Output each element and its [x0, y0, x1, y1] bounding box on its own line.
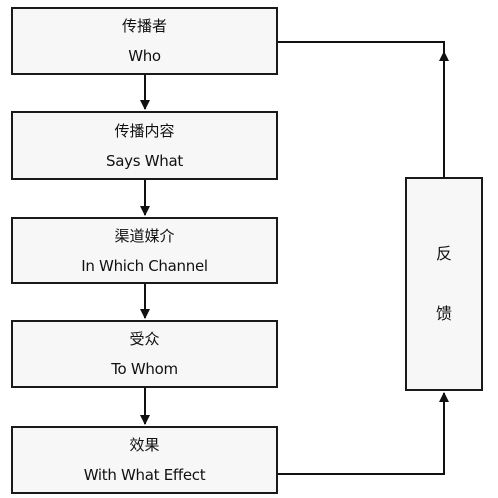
step-label-zh: 传播内容 — [114, 121, 175, 140]
step-label-en: With What Effect — [83, 466, 206, 484]
step-label-en: In Which Channel — [81, 256, 208, 275]
step-label-en: To Whom — [111, 360, 178, 378]
arrow-feedback-to-who — [278, 41, 445, 177]
step-label-zh: 效果 — [129, 436, 160, 454]
step-label-en: Who — [128, 47, 161, 65]
step-label-zh: 传播者 — [121, 17, 167, 35]
step-label-zh: 受众 — [129, 330, 160, 348]
step-box-says-what: 传播内容 Says What — [11, 111, 278, 180]
arrow-effect-to-feedback — [278, 392, 449, 475]
feedback-char: 反 — [435, 244, 452, 263]
step-box-channel: 渠道媒介 In Which Channel — [11, 217, 278, 284]
step-box-effect: 效果 With What Effect — [11, 426, 278, 494]
step-box-to-whom: 受众 To Whom — [11, 320, 278, 388]
step-label-en: Says What — [106, 151, 183, 170]
step-box-who: 传播者 Who — [11, 7, 278, 75]
feedback-box: 反 馈 — [405, 177, 483, 391]
step-label-zh: 渠道媒介 — [114, 226, 175, 245]
feedback-char: 馈 — [435, 304, 452, 323]
